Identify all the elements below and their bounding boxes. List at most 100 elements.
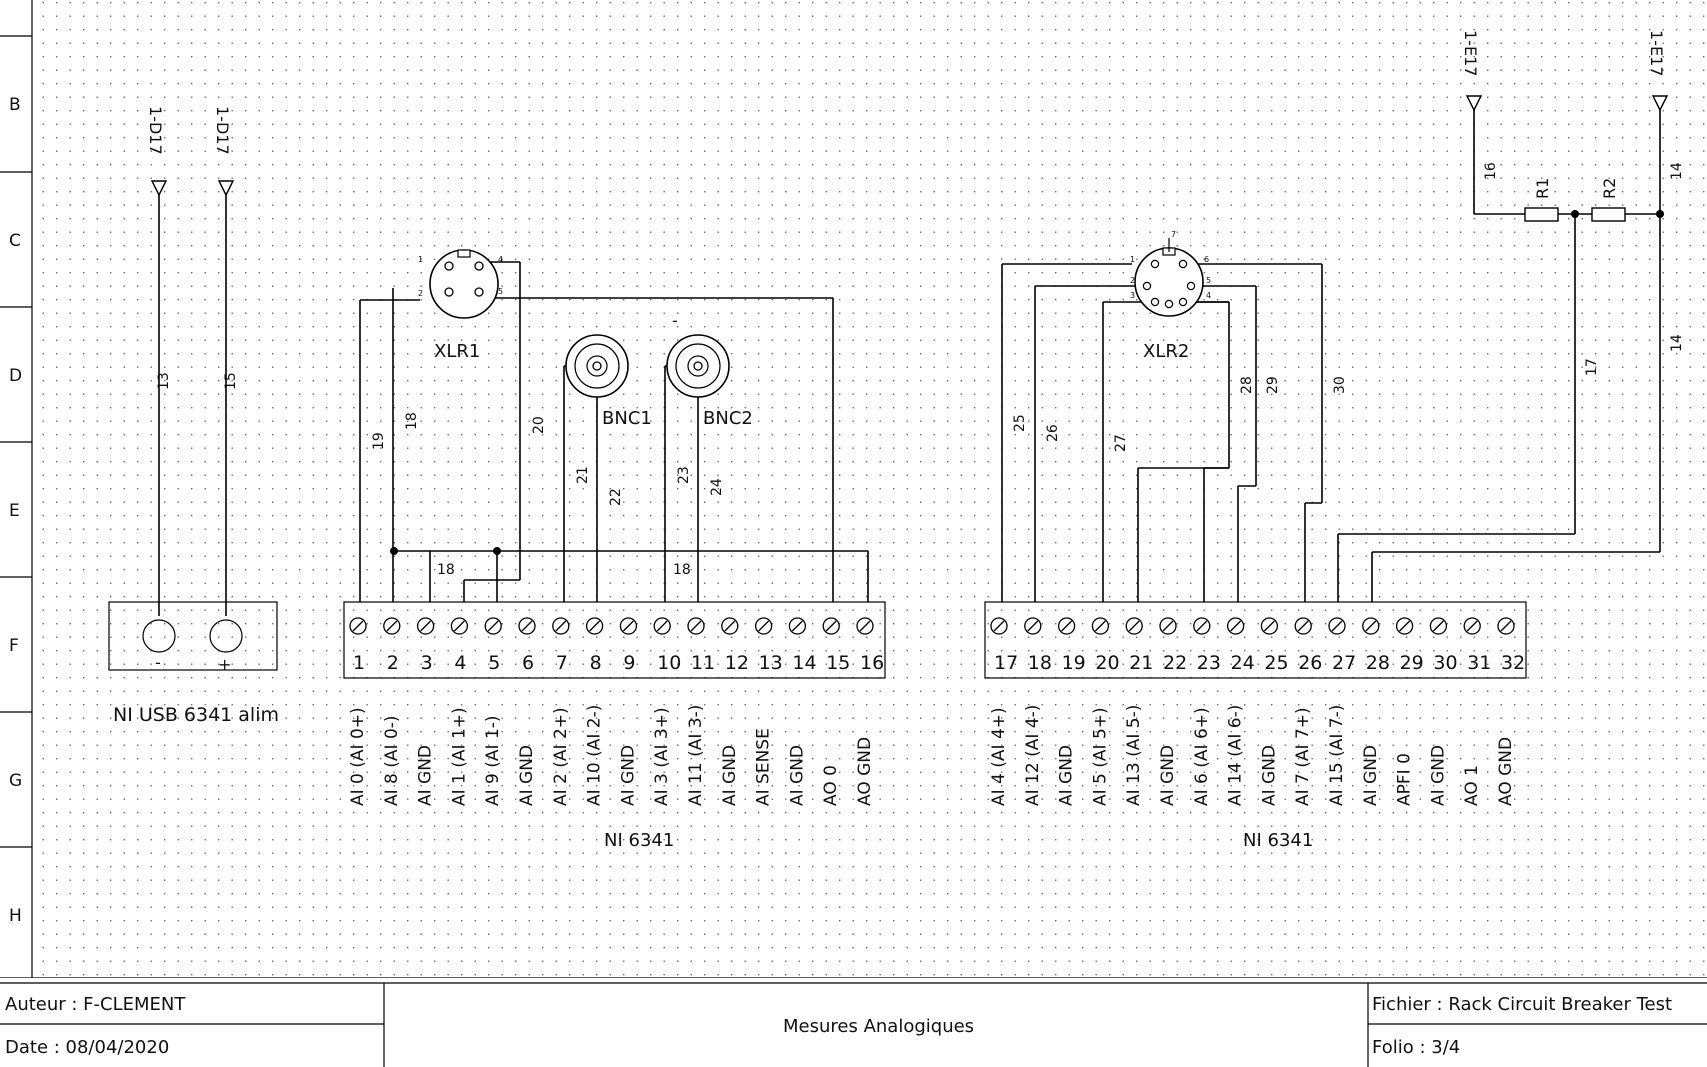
terminal-screw-icon — [754, 617, 773, 635]
bnc2-label: BNC2 — [703, 408, 753, 429]
terminal-signal-label: AI 5 (AI 5+) — [1090, 707, 1110, 806]
xlr2-pin-1: 1 — [1130, 255, 1135, 264]
terminal-signal-label: APFI 0 — [1395, 753, 1415, 806]
terminal-block-1 — [343, 601, 886, 679]
terminal-screw-icon — [484, 617, 502, 635]
terminal-number: 29 — [1400, 652, 1424, 674]
ref-e17-b: 1-E17 — [1647, 30, 1666, 76]
terminal-screw-icon — [1362, 617, 1380, 635]
terminal-block-2 — [984, 601, 1527, 679]
terminal-screw-icon — [1395, 617, 1414, 635]
xlr1-pin-5: 5 — [498, 287, 503, 296]
terminal-block-2-screws — [990, 617, 1515, 635]
terminal-number: 32 — [1501, 652, 1525, 674]
row-label: H — [9, 906, 22, 926]
power-connector — [108, 601, 278, 671]
bnc1-connector — [565, 334, 629, 398]
terminal-signal-label: AI GND — [1259, 745, 1279, 806]
row-label: B — [9, 95, 21, 115]
terminal-signal-label: AI GND — [1428, 745, 1448, 806]
terminal-block-2-label: NI 6341 — [1243, 830, 1313, 851]
terminal-screw-icon — [1497, 617, 1515, 635]
xlr2-pin-5: 5 — [1206, 276, 1211, 285]
terminal-signal-label: AI 1 (AI 1+) — [449, 707, 469, 806]
block2-wires — [1001, 95, 1669, 602]
terminal-screw-icon — [1429, 617, 1448, 635]
terminal-number: 2 — [387, 652, 399, 674]
terminal-screw-icon — [416, 617, 435, 635]
terminal-number: 13 — [759, 652, 783, 674]
terminal-number: 22 — [1163, 652, 1187, 674]
bnc2-minus-label: - — [672, 311, 678, 330]
row-label: E — [9, 501, 20, 521]
terminal-number: 23 — [1197, 652, 1221, 674]
row-label: F — [9, 636, 19, 656]
power-minus-label: - — [155, 653, 161, 672]
terminal-signal-label: AI 0 (AI 0+) — [348, 707, 368, 806]
xlr1-connector — [429, 249, 499, 319]
terminal-number: 27 — [1332, 652, 1356, 674]
terminal-signal-label: AI 3 (AI 3+) — [652, 707, 672, 806]
terminal-screw-icon — [1091, 617, 1110, 635]
terminal-number: 8 — [590, 652, 602, 674]
ref-d17-a: 1-D17 — [146, 106, 165, 155]
wire-number-16: 16 — [1483, 162, 1499, 180]
terminal-signal-label: AI 9 (AI 1-) — [483, 715, 503, 806]
terminal-screw-icon — [856, 617, 874, 635]
xlr1-pin-4: 4 — [498, 255, 503, 264]
wire-number-18: 18 — [404, 412, 420, 430]
terminal-screw-icon — [585, 617, 604, 635]
xlr2-pin-7: 7 — [1171, 230, 1176, 239]
dot-grid — [32, 0, 1707, 978]
wire-number-24: 24 — [709, 478, 725, 496]
terminal-number: 3 — [421, 652, 433, 674]
power-wires — [150, 180, 235, 616]
terminal-number: 10 — [657, 652, 681, 674]
row-label: D — [9, 366, 22, 386]
terminal-screw-icon — [788, 617, 807, 635]
terminal-screw-icon — [1193, 617, 1211, 635]
r1-label: R1 — [1533, 178, 1552, 199]
terminal-number: 14 — [792, 652, 816, 674]
xlr1-label: XLR1 — [434, 341, 480, 362]
row-label: G — [9, 771, 22, 791]
terminal-screw-icon — [1328, 617, 1346, 635]
terminal-screw-icon — [1159, 617, 1177, 635]
title-block-date: Date : 08/04/2020 — [5, 1037, 169, 1058]
terminal-screw-icon — [552, 617, 570, 635]
wire-number-25: 25 — [1012, 414, 1028, 432]
terminal-number: 25 — [1264, 652, 1288, 674]
terminal-signal-label: AI 2 (AI 2+) — [551, 707, 571, 806]
title-block-title: Mesures Analogiques — [783, 1016, 974, 1037]
terminal-signal-label: AI 15 (AI 7-) — [1327, 705, 1347, 806]
wire-number-26: 26 — [1045, 424, 1061, 442]
terminal-signal-label: AI GND — [1158, 745, 1178, 806]
terminal-number: 21 — [1129, 652, 1153, 674]
wire-number-22: 22 — [608, 488, 624, 506]
terminal-signal-label: AI GND — [787, 745, 807, 806]
terminal-number: 28 — [1366, 652, 1390, 674]
wire-number-30: 30 — [1332, 376, 1348, 394]
terminal-number: 1 — [353, 652, 365, 674]
block1-wires — [359, 261, 869, 602]
terminal-number: 18 — [1028, 652, 1052, 674]
terminal-signal-label: AO GND — [855, 737, 875, 806]
terminal-number: 12 — [725, 652, 749, 674]
wire-number-13: 13 — [156, 372, 172, 390]
terminal-signal-label: AI GND — [720, 745, 740, 806]
xlr2-pin-3: 3 — [1130, 291, 1135, 300]
terminal-block-1-label: NI 6341 — [604, 830, 674, 851]
terminal-signal-label: AI GND — [416, 745, 436, 806]
terminal-number: 24 — [1231, 652, 1255, 674]
terminal-signal-label: AI 4 (AI 4+) — [989, 707, 1009, 806]
terminal-signal-label: AI GND — [618, 745, 638, 806]
row-label: C — [9, 231, 21, 251]
wire-number-19: 19 — [371, 432, 387, 450]
wire-number-14-b: 14 — [1669, 334, 1685, 352]
bnc2-connector — [666, 334, 730, 398]
terminal-signal-label: AO 1 — [1462, 765, 1482, 806]
